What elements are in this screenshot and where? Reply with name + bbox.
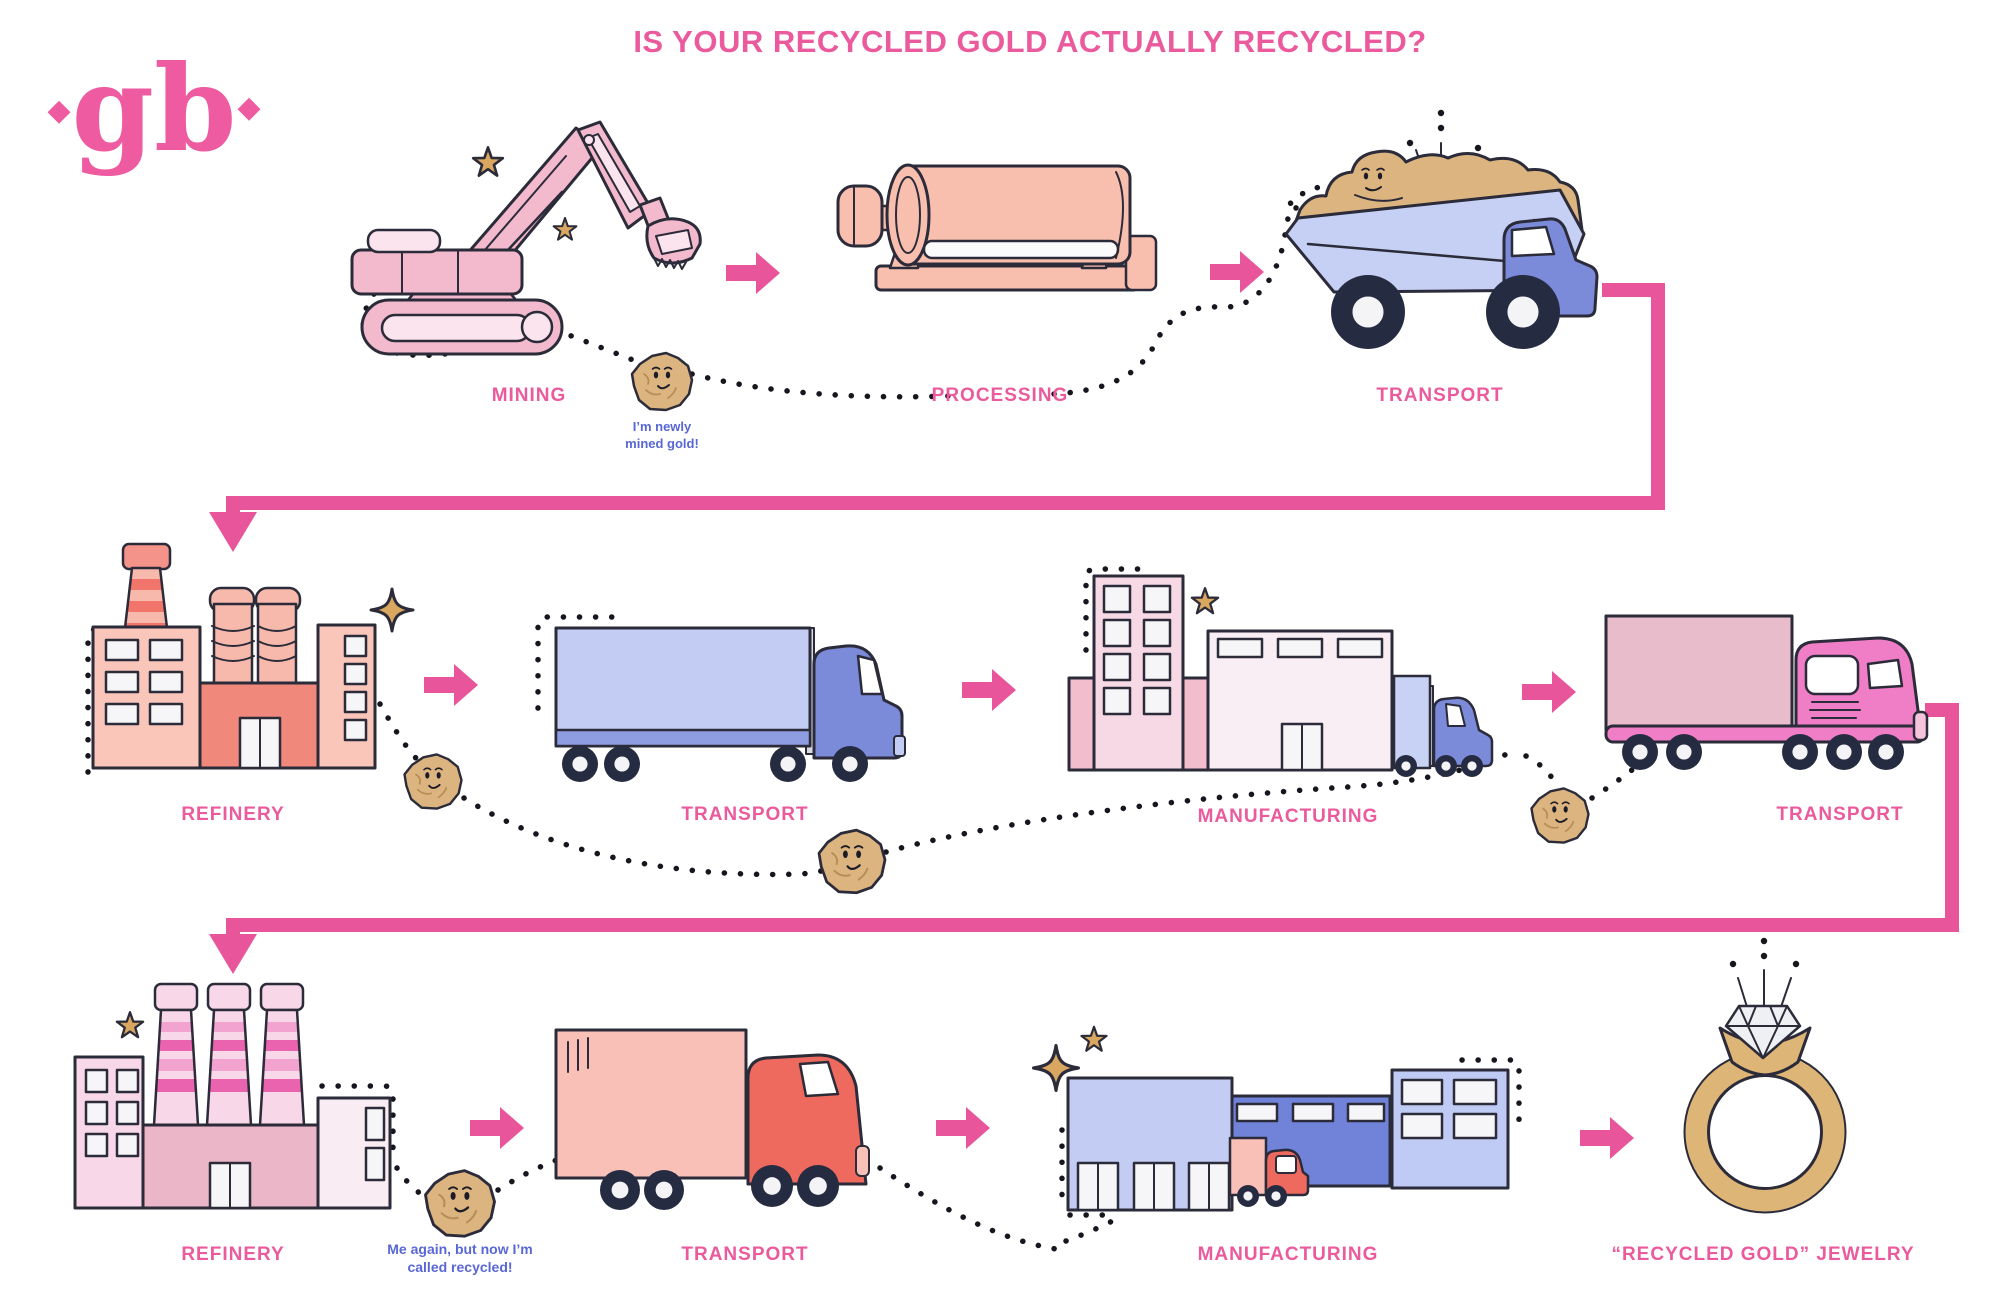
- stage-label-manufacturing-1: MANUFACTURING: [1198, 806, 1379, 827]
- stage-processing: PROCESSING: [836, 163, 1158, 406]
- factory-buildings-icon: [1067, 574, 1394, 772]
- stage-mining: MINING: [350, 120, 702, 406]
- nugget-speech2-line1: Me again, but now I’m: [387, 1241, 532, 1257]
- stage-jewelry: “RECYCLED GOLD” JEWELRY: [1611, 937, 1914, 1265]
- gold-nugget-character-3: [817, 828, 887, 895]
- arrow-icon: [470, 1107, 524, 1149]
- blue-factory-icon: [1066, 1068, 1510, 1212]
- stage-label-transport-3: TRANSPORT: [1776, 804, 1903, 825]
- stage-transport-2: TRANSPORT: [554, 626, 906, 825]
- logo-diamond-left-icon: ◆: [47, 93, 70, 128]
- ring-sparkle-icon: [1729, 937, 1800, 1008]
- page-title: IS YOUR RECYCLED GOLD ACTUALLY RECYCLED?: [633, 24, 1426, 59]
- arrow-icon: [1210, 251, 1264, 293]
- small-semi-truck-icon: [1392, 674, 1494, 777]
- box-truck-pink-icon: [1604, 614, 1929, 770]
- stage-label-refinery-1: REFINERY: [181, 804, 284, 825]
- arrow-icon: [936, 1107, 990, 1149]
- stage-transport-3: TRANSPORT: [1604, 614, 1929, 825]
- ball-mill-icon: [836, 163, 1158, 292]
- stage-label-manufacturing-2: MANUFACTURING: [1198, 1244, 1379, 1265]
- stage-label-transport-1: TRANSPORT: [1376, 385, 1503, 406]
- dump-truck-icon: [1284, 188, 1599, 349]
- gold-nugget-character-1: I’m newly mined gold!: [625, 351, 699, 451]
- star-icon: [1190, 587, 1220, 615]
- arrow-icon: [424, 664, 478, 706]
- stage-label-processing: PROCESSING: [932, 385, 1069, 406]
- stage-refinery-1: REFINERY: [91, 542, 415, 825]
- gold-ring-icon: [1683, 1004, 1847, 1214]
- star-icon: [471, 146, 505, 177]
- arrow-icon: [1522, 671, 1576, 713]
- arrow-icon: [1580, 1117, 1634, 1159]
- factory-icon: [91, 542, 377, 770]
- star-icon: [1080, 1025, 1108, 1052]
- gold-nugget-character-4: [1530, 787, 1590, 844]
- stage-refinery-2: REFINERY: [73, 982, 392, 1265]
- brand-logo: ◆ gb ◆: [47, 39, 260, 178]
- flow-connector-1: [209, 283, 1665, 552]
- gold-nugget-character-5: Me again, but now I’m called recycled!: [387, 1169, 533, 1275]
- logo-text: gb: [71, 39, 236, 178]
- pink-factory-icon: [73, 982, 392, 1210]
- sparkle-icon: [369, 587, 415, 633]
- stage-manufacturing-2: MANUFACTURING: [1031, 1025, 1510, 1265]
- stage-transport-4: TRANSPORT: [554, 1028, 870, 1265]
- header: ◆ gb ◆ IS YOUR RECYCLED GOLD ACTUALLY RE…: [47, 24, 1426, 178]
- logo-diamond-right-icon: ◆: [237, 90, 260, 125]
- nugget-speech-line1: I’m newly: [633, 419, 692, 434]
- stage-manufacturing-1: MANUFACTURING: [1067, 574, 1494, 827]
- stage-label-transport-2: TRANSPORT: [681, 804, 808, 825]
- nugget-speech-line2: mined gold!: [625, 436, 699, 451]
- excavator-icon: [350, 120, 702, 356]
- arrow-icon: [962, 669, 1016, 711]
- semi-truck-blue-icon: [554, 626, 906, 782]
- gold-nugget-face: [1361, 167, 1385, 192]
- box-truck-salmon-icon: [554, 1028, 870, 1210]
- stage-label-jewelry: “RECYCLED GOLD” JEWELRY: [1611, 1244, 1914, 1265]
- star-icon: [552, 217, 578, 241]
- star-icon: [115, 1011, 145, 1039]
- stage-label-transport-4: TRANSPORT: [681, 1244, 808, 1265]
- stage-label-mining: MINING: [492, 385, 567, 406]
- small-truck-salmon-icon: [1228, 1136, 1310, 1207]
- stage-label-refinery-2: REFINERY: [181, 1244, 284, 1265]
- stage-transport-1: TRANSPORT: [1284, 109, 1599, 406]
- arrow-icon: [726, 252, 780, 294]
- nugget-speech2-line2: called recycled!: [407, 1259, 512, 1275]
- gold-nugget-character-2: [403, 753, 463, 810]
- flow-connector-2: [209, 703, 1959, 974]
